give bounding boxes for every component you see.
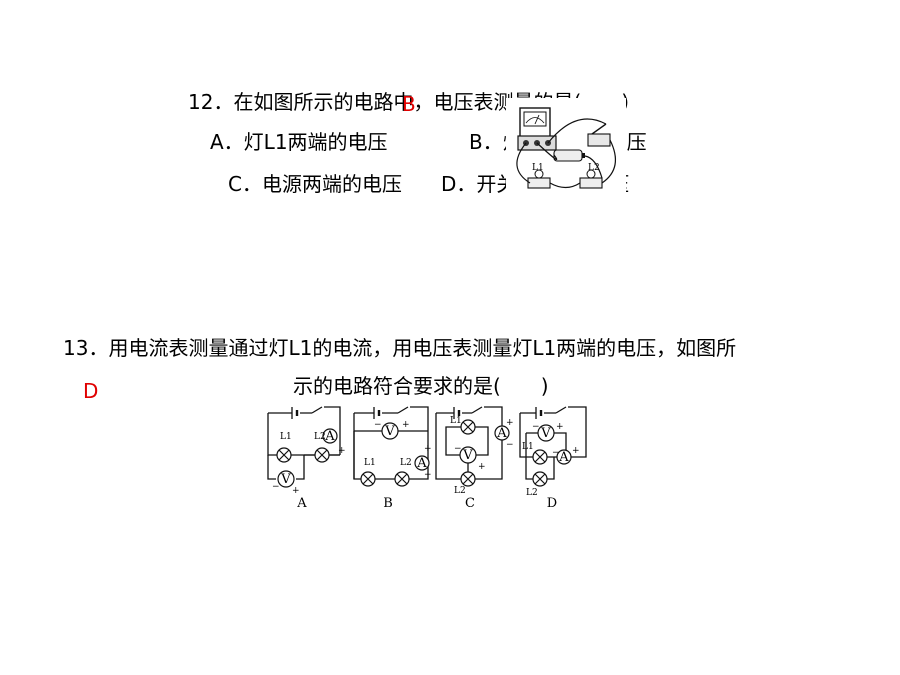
- ammeter-label: A: [496, 426, 507, 441]
- polarity-sign: +: [572, 446, 580, 456]
- polarity-sign: −: [424, 470, 432, 480]
- ammeter-label: A: [416, 456, 427, 471]
- voltmeter-label: V: [540, 426, 551, 441]
- q12-circuit-figure: L1 L2: [506, 98, 626, 198]
- polarity-sign: −: [506, 440, 514, 450]
- polarity-sign: −: [374, 420, 382, 430]
- lamp-symbol: [276, 447, 330, 463]
- q12-option-a: A．灯L1两端的电压: [210, 130, 388, 154]
- circuit-diagram-a: A V L1 L2 + − + A: [267, 406, 346, 511]
- q13-answer: D: [83, 379, 99, 403]
- q13-stem-line2: 示的电路符合要求的是( ): [293, 374, 549, 398]
- lamp-label-l2: L2: [314, 432, 326, 442]
- q12-answer: B: [402, 92, 416, 116]
- lamp-label-l2: L2: [526, 488, 538, 498]
- lamp-label-l1: L1: [364, 458, 376, 468]
- polarity-sign: +: [556, 422, 564, 432]
- diagram-caption-a: A: [296, 496, 307, 511]
- lamp-label-l1: L1: [280, 432, 292, 442]
- polarity-sign: +: [424, 444, 432, 454]
- ammeter-label: A: [558, 450, 569, 465]
- circuit-diagram-d: V A L1 L2 − + − + D: [519, 406, 587, 511]
- q12-lamp-label-l1: L1: [532, 163, 544, 173]
- polarity-sign: +: [402, 420, 410, 430]
- polarity-sign: −: [272, 482, 280, 492]
- polarity-sign: −: [532, 422, 540, 432]
- lamp-label-l2: L2: [400, 458, 412, 468]
- polarity-sign: +: [292, 486, 300, 496]
- polarity-sign: −: [552, 448, 560, 458]
- polarity-sign: +: [338, 446, 346, 456]
- voltmeter-label: V: [462, 448, 473, 463]
- diagram-caption-c: C: [465, 496, 475, 511]
- circuit-diagram-c: V A L1 L2 + − − + C: [435, 406, 514, 511]
- q12-lamp-label-l2: L2: [588, 163, 600, 173]
- polarity-sign: +: [506, 418, 514, 428]
- circuit-diagram-b: V A L1 L2 − + + − B: [353, 406, 432, 511]
- polarity-sign: −: [454, 444, 462, 454]
- diagram-caption-d: D: [547, 496, 557, 511]
- polarity-sign: +: [478, 462, 486, 472]
- lamp-label-l1: L1: [522, 442, 534, 452]
- voltmeter-label: V: [280, 472, 291, 487]
- q12-option-c: C．电源两端的电压: [228, 172, 402, 196]
- lamp-label-l2: L2: [454, 486, 466, 496]
- lamp-label-l1: L1: [450, 416, 462, 426]
- q13-stem-line1: 13．用电流表测量通过灯L1的电流，用电压表测量灯L1两端的电压，如图所: [63, 336, 737, 360]
- ammeter-label: A: [324, 429, 335, 444]
- diagram-caption-b: B: [383, 496, 393, 511]
- voltmeter-label: V: [384, 424, 395, 439]
